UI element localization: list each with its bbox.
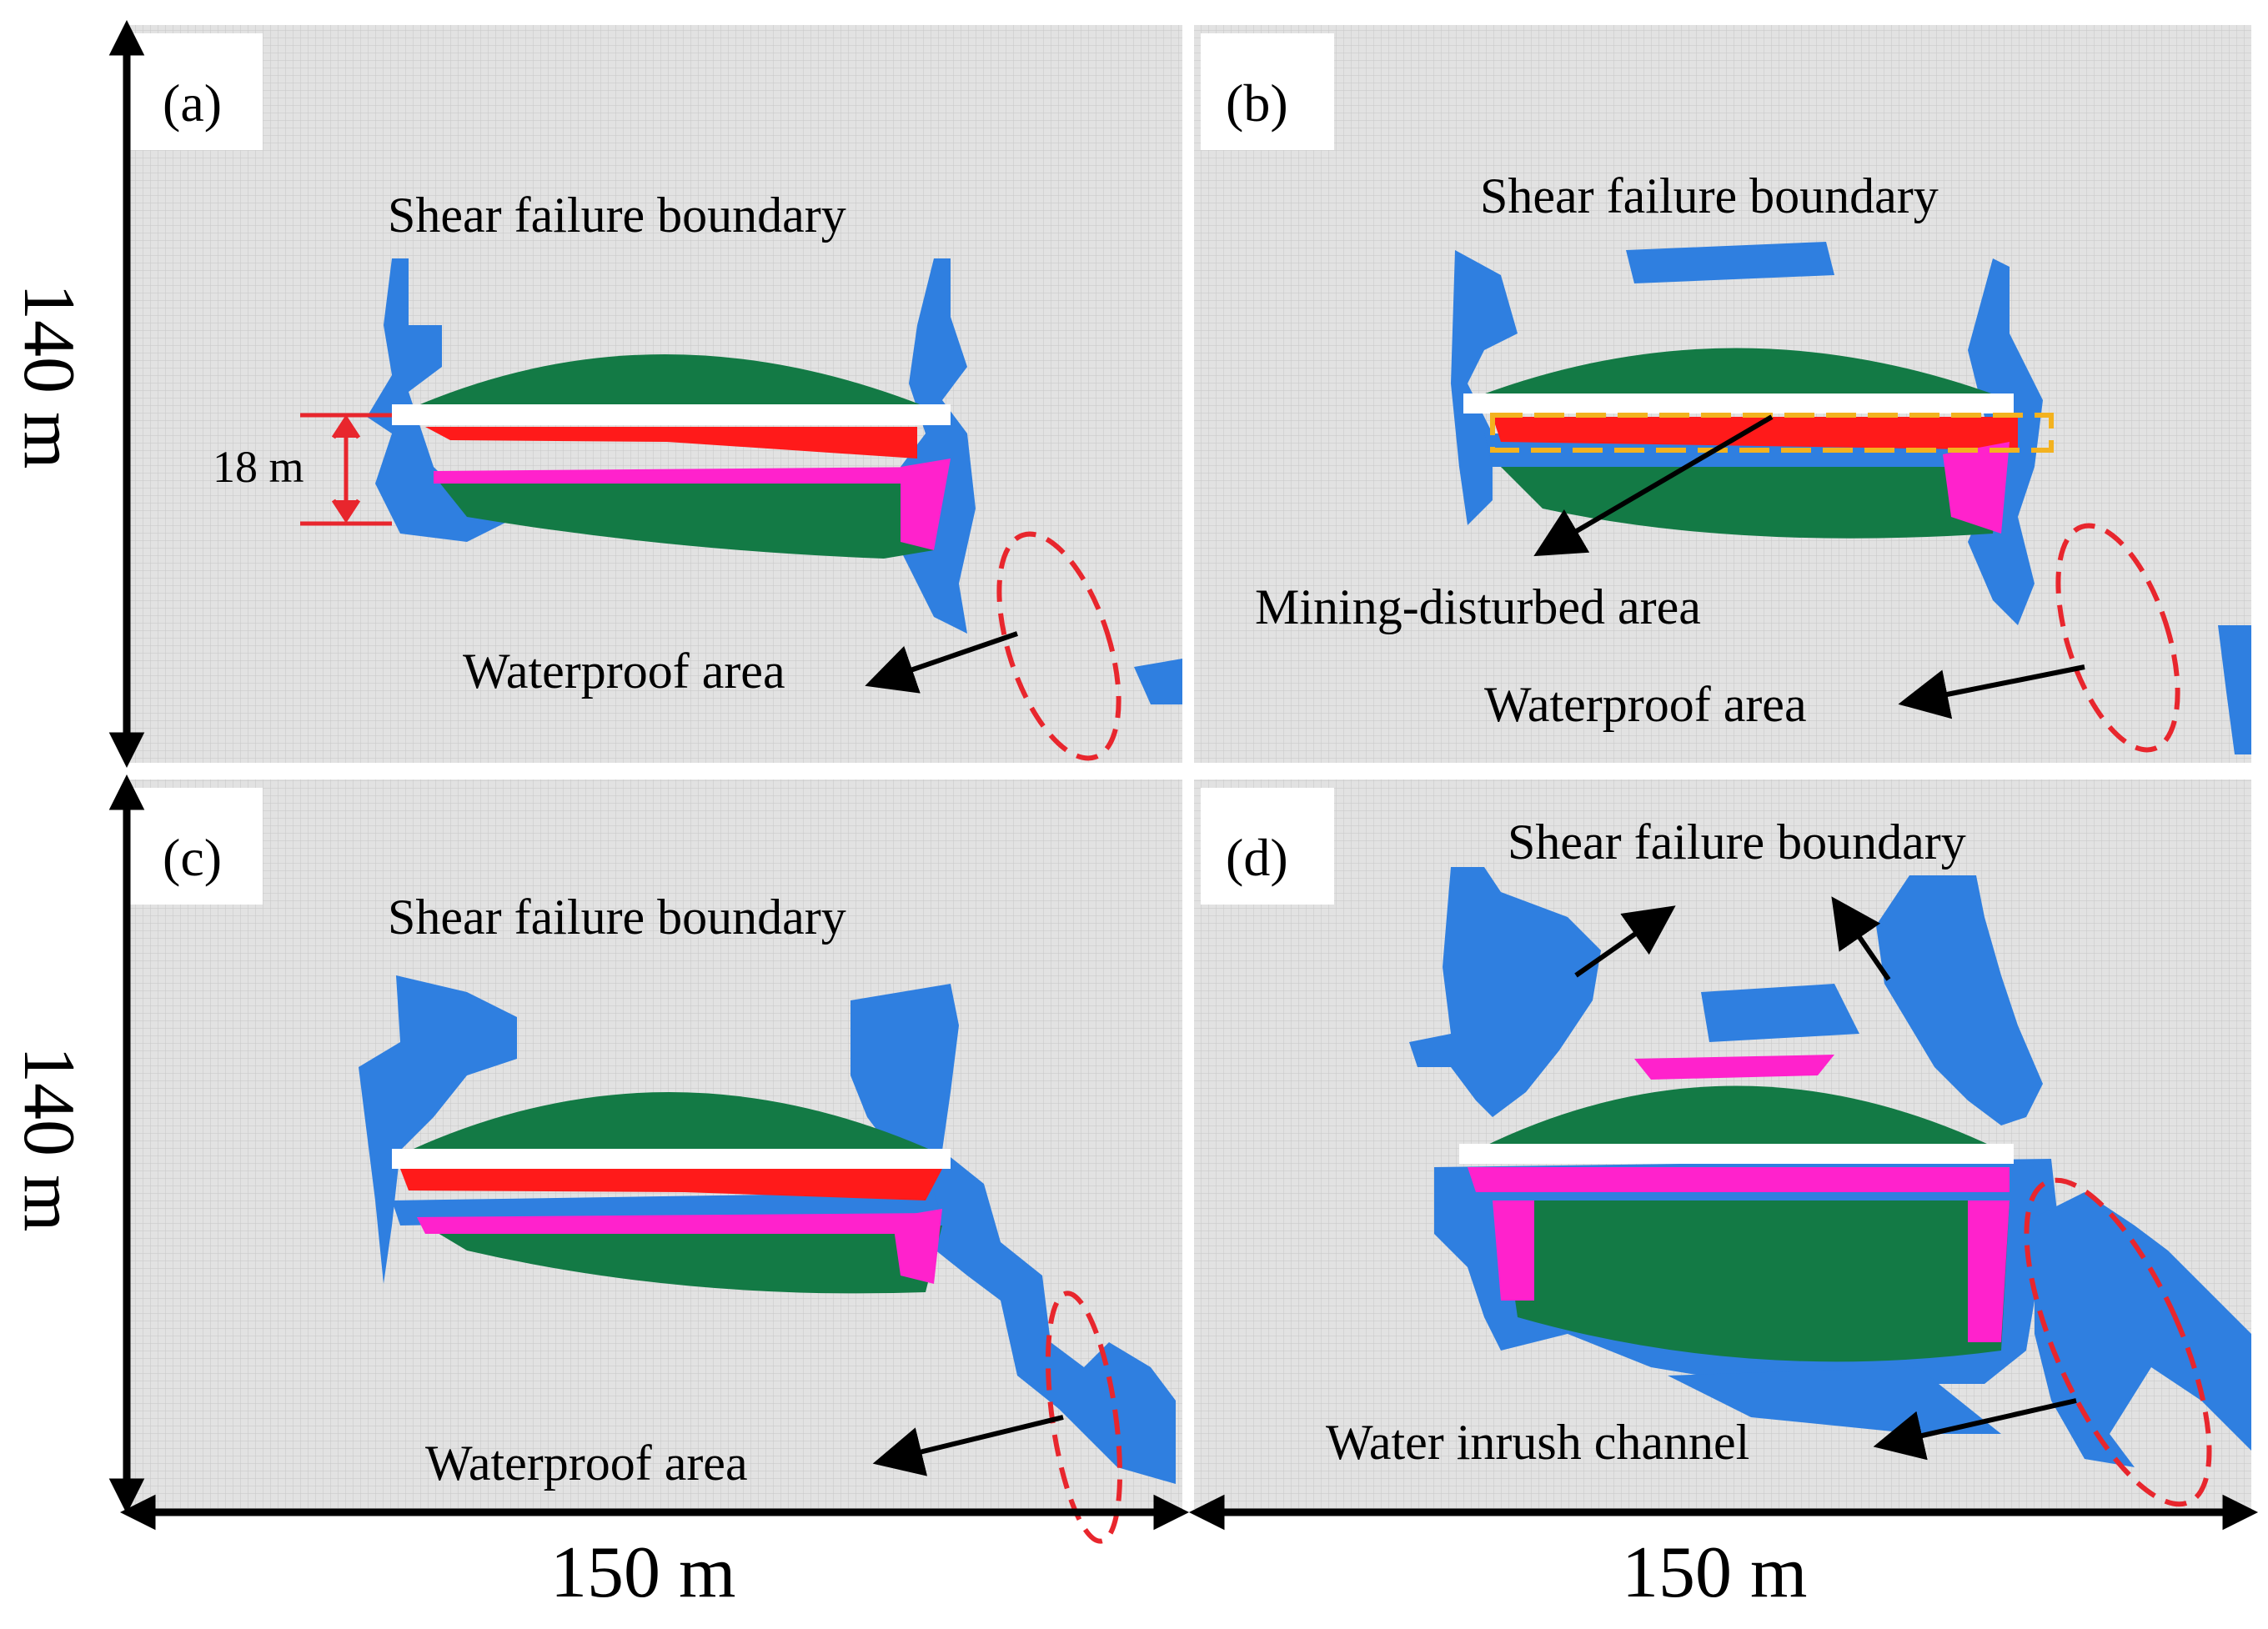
panel-d-shear-arrow-left xyxy=(1574,905,1676,978)
panel-c-mixed xyxy=(417,1213,934,1234)
panel-d-shear-label: Shear failure boundary xyxy=(1508,814,1966,870)
panel-c-coal-seam xyxy=(392,1149,951,1169)
panel-a-measure-label: 18 m xyxy=(213,442,304,492)
panel-b-label-box xyxy=(1201,33,1334,150)
panel-c-arrow xyxy=(872,1415,1064,1476)
panel-a-measure xyxy=(300,413,392,526)
panel-d-inrush-label: Water inrush channel xyxy=(1326,1415,1749,1470)
panel-b-lower-caving xyxy=(1501,467,2001,539)
panel-a-shear-label: Shear failure boundary xyxy=(388,188,846,243)
panel-b: (b) Mining-disturbed area Shear failure … xyxy=(1194,25,2251,763)
panel-a-tension xyxy=(425,427,917,459)
panel-d-upper-caving xyxy=(1468,1085,2010,1155)
panel-d: (d) Shear failure boundary Water inrush … xyxy=(1194,779,2251,1509)
panel-a-label: (a) xyxy=(163,73,222,133)
panel-b-mining-arrow xyxy=(1533,414,1774,557)
panel-b-waterproof-ellipse xyxy=(2055,523,2180,753)
width-label-left: 150 m xyxy=(550,1532,735,1613)
panel-b-mixed xyxy=(1943,442,2010,534)
panel-a-lower-caving xyxy=(434,475,942,559)
panel-b-tension xyxy=(1493,417,2018,450)
panel-d-label: (d) xyxy=(1226,828,1288,887)
panel-b-waterproof-label: Waterproof area xyxy=(1484,677,1807,732)
panel-c-label: (c) xyxy=(163,828,222,887)
panel-a-upper-caving xyxy=(392,354,951,417)
panel-c-lower-caving xyxy=(425,1226,942,1294)
panel-d-mixed xyxy=(1468,1167,2010,1192)
panel-c-label-box xyxy=(129,788,263,905)
panel-b-mining-label: Mining-disturbed area xyxy=(1255,579,1701,634)
height-label-top: 140 m xyxy=(8,283,89,469)
panel-a-waterproof-label: Waterproof area xyxy=(463,644,785,699)
panel-a-coal-seam xyxy=(392,404,951,425)
panel-c: (c) Shear failure boundary Waterproof ar… xyxy=(125,779,1182,1544)
panel-d-coal-seam xyxy=(1459,1144,2014,1164)
panel-c-upper-caving xyxy=(392,1092,951,1159)
panel-d-lower-caving xyxy=(1501,1200,2010,1362)
height-label-bottom: 140 m xyxy=(8,1046,89,1231)
panel-b-coal-seam xyxy=(1463,393,2014,414)
width-label-right: 150 m xyxy=(1622,1532,1807,1613)
panel-a-arrow xyxy=(865,631,1018,694)
panel-d-label-box xyxy=(1201,788,1334,905)
panel-a-mixed xyxy=(434,467,942,484)
panel-a-waterproof-ellipse xyxy=(996,531,1121,761)
panel-b-shear-label: Shear failure boundary xyxy=(1480,168,1939,223)
panel-a-label-box xyxy=(129,33,263,150)
dimension-arrows xyxy=(108,19,2259,1531)
panel-b-mining-box xyxy=(1490,413,2054,453)
panel-d-arrow xyxy=(1873,1398,2077,1461)
panel-a: (a) 18 m Shear failure boundary Waterp xyxy=(125,25,1182,763)
panel-b-label: (b) xyxy=(1226,73,1288,133)
panel-b-arrow xyxy=(1898,664,2085,719)
panel-c-waterproof-label: Waterproof area xyxy=(425,1436,748,1491)
panel-b-upper-caving xyxy=(1468,348,2010,400)
panel-d-inrush-ellipse xyxy=(2024,1177,2212,1507)
panel-d-shear-arrow-right xyxy=(1831,896,1891,981)
panel-c-shear-label: Shear failure boundary xyxy=(388,890,846,945)
panel-c-tension xyxy=(400,1169,942,1200)
